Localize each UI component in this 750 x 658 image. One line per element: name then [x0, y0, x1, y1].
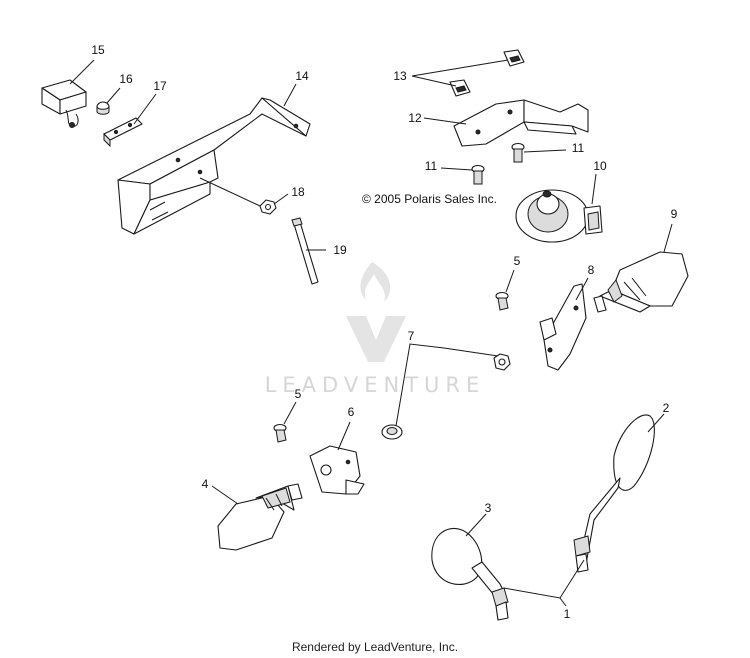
part-5-screw-lower	[273, 423, 287, 443]
leader-16	[106, 87, 121, 104]
part-11-screw-b	[511, 142, 525, 163]
leader-8	[575, 277, 589, 301]
leader-14-hole	[199, 177, 261, 207]
callout-6: 6	[348, 405, 355, 419]
leader-4	[211, 485, 239, 505]
callout-18: 18	[291, 185, 305, 199]
leader-11a	[440, 167, 473, 171]
leader-17	[133, 93, 157, 125]
callout-10: 10	[593, 159, 607, 173]
copyright-notice: © 2005 Polaris Sales Inc.	[362, 192, 497, 206]
part-18-nut	[259, 199, 277, 215]
watermark-text: LEADVENTURE	[265, 373, 486, 397]
leader-11b	[523, 149, 567, 153]
part-7-grommet	[381, 343, 511, 440]
callout-9: 9	[671, 207, 678, 221]
leader-5a	[505, 269, 515, 293]
leader-3	[465, 513, 487, 537]
callout-13: 13	[393, 69, 407, 83]
part-6-bracket	[309, 445, 365, 495]
part-2-mirror	[573, 414, 655, 573]
part-13-clips	[449, 49, 525, 97]
part-10-horn	[515, 189, 603, 243]
leader-5b	[283, 401, 297, 425]
flame-logo-icon	[360, 262, 391, 302]
callout-11a: 11	[425, 159, 438, 173]
part-9-turn-signal	[593, 251, 689, 313]
v-logo-icon	[346, 316, 406, 362]
callout-11b: 11	[572, 141, 585, 155]
leader-2	[647, 413, 665, 433]
leader-15	[69, 59, 95, 85]
leader-6	[337, 421, 351, 451]
part-12-horn-bracket	[453, 99, 589, 147]
part-3-mirror	[431, 528, 509, 621]
callout-19: 19	[333, 243, 347, 257]
callout-2: 2	[663, 401, 670, 415]
leader-12	[423, 117, 467, 125]
part-11-screw-a	[471, 164, 485, 185]
footer-credit: Rendered by LeadVenture, Inc.	[292, 640, 458, 654]
callout-5a: 5	[514, 254, 521, 268]
leader-1	[503, 559, 585, 599]
part-14-bracket	[117, 97, 311, 235]
leader-10	[591, 173, 597, 205]
callout-3: 3	[485, 501, 492, 515]
part-4-turn-signal	[217, 483, 303, 551]
callout-15: 15	[91, 43, 105, 57]
leader-13a	[411, 59, 509, 77]
part-19-bolt	[291, 217, 319, 285]
leadventure-watermark: LEADVENTURE	[265, 262, 486, 397]
part-5-screw-upper	[495, 291, 509, 311]
callout-1: 1	[564, 607, 571, 621]
callout-7: 7	[408, 329, 415, 343]
callout-16: 16	[119, 72, 133, 86]
part-15-module	[41, 79, 87, 128]
part-16-nut	[96, 101, 110, 115]
leader-1-stub	[559, 597, 567, 607]
callout-4: 4	[202, 477, 209, 491]
leader-9	[663, 223, 673, 253]
callout-14: 14	[295, 69, 309, 83]
leader-13b	[411, 75, 457, 87]
part-17-plate	[103, 117, 143, 148]
callout-12: 12	[408, 111, 422, 125]
leader-18	[273, 193, 289, 205]
callout-5b: 5	[295, 387, 302, 401]
callout-17: 17	[153, 79, 167, 93]
leader-14	[283, 83, 297, 107]
part-8-signal-bracket	[539, 283, 587, 371]
callout-8: 8	[588, 263, 595, 277]
